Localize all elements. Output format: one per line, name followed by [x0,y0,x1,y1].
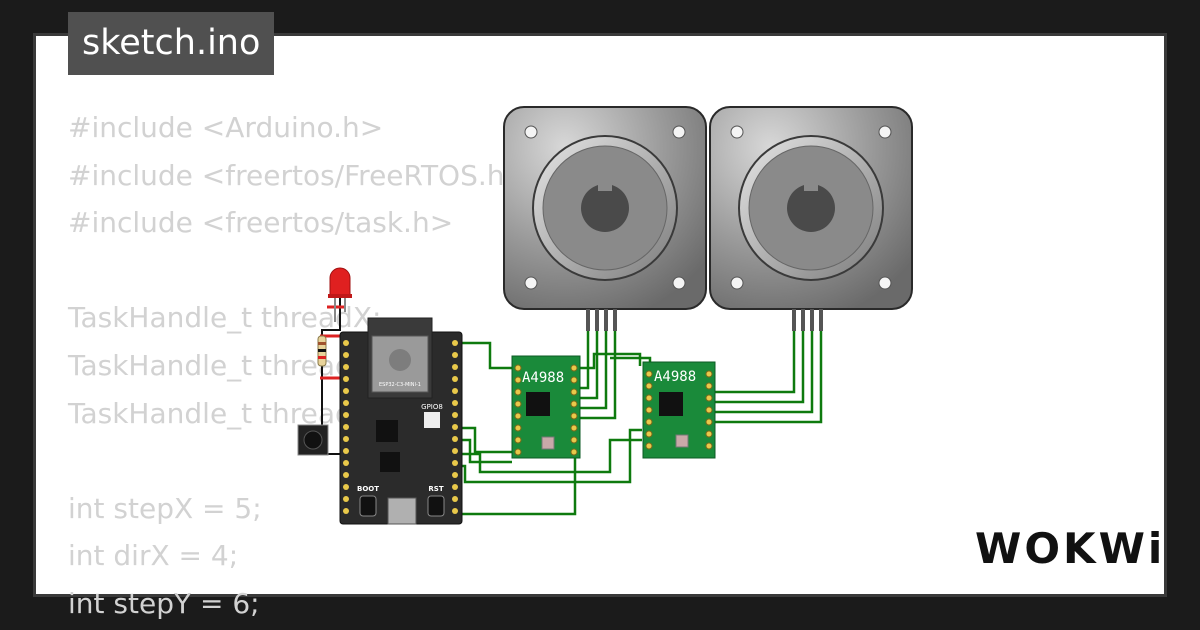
file-title: sketch.ino [68,12,275,75]
module-label: ESP32-C3-MINI-1 [379,382,421,388]
wokwi-logo: WOKWi [975,524,1166,573]
push-button[interactable] [297,424,329,456]
usb-port [387,497,417,525]
a4988-driver-1[interactable]: A4988 [511,355,581,459]
rgb-led-gpio8 [424,412,440,428]
driver-2-label: A4988 [654,369,696,385]
red-led[interactable] [328,267,352,322]
code-line: #include <freertos/task.h> [68,206,454,240]
code-line: TaskHandle_t threadY; [68,348,380,382]
boot-label: BOOT [357,485,379,493]
code-line: int stepY = 6; [68,586,260,620]
stepper-motor-1[interactable] [503,106,707,331]
code-line: int dirX = 4; [68,539,239,573]
rst-button[interactable] [427,495,445,517]
code-line: #include <Arduino.h> [68,111,384,144]
boot-button[interactable] [359,495,377,517]
a4988-driver-2[interactable]: A4988 [642,361,716,459]
esp32-c3-board[interactable]: ESP32-C3-MINI-1 GPIO8 BOOT RST [339,317,463,525]
driver-1-label: A4988 [522,370,564,386]
code-line: #include <freertos/FreeRTOS.h> [68,158,528,192]
code-line: TaskHandle_t threadX; [68,301,382,335]
rst-label: RST [428,485,443,493]
resistor [317,335,327,367]
code-line: int stepX = 5; [68,491,262,525]
led-wires [321,298,345,455]
stepper-motor-2[interactable] [709,106,913,331]
gpio8-label: GPIO8 [421,403,443,411]
espressif-logo-icon [389,349,411,371]
code-preview: #include <Arduino.h> #include <freertos/F… [68,104,528,628]
